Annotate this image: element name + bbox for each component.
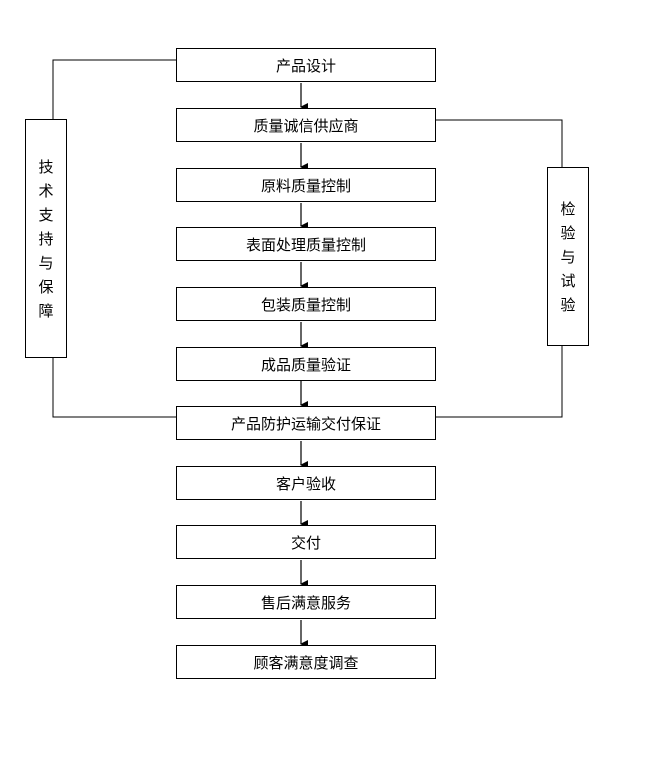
step-finished-product-verification: 成品质量验证 xyxy=(176,347,436,381)
step-after-sales-service: 售后满意服务 xyxy=(176,585,436,619)
step-customer-satisfaction-survey: 顾客满意度调查 xyxy=(176,645,436,679)
side-box-inspection-testing: 检验与试验 xyxy=(547,167,589,346)
step-label: 客户验收 xyxy=(275,474,336,493)
side-box-tech-support: 技术支持与保障 xyxy=(25,119,67,358)
step-transport-delivery-assurance: 产品防护运输交付保证 xyxy=(176,406,436,440)
step-label: 成品质量验证 xyxy=(260,355,351,374)
step-label: 表面处理质量控制 xyxy=(245,235,366,254)
side-box-label: 检验与试验 xyxy=(560,199,576,314)
step-label: 产品设计 xyxy=(275,56,336,75)
step-label: 产品防护运输交付保证 xyxy=(230,414,381,433)
step-quality-supplier: 质量诚信供应商 xyxy=(176,108,436,142)
left-connector-top xyxy=(52,59,176,119)
step-label: 顾客满意度调查 xyxy=(253,653,359,672)
step-customer-acceptance: 客户验收 xyxy=(176,466,436,500)
step-delivery: 交付 xyxy=(176,525,436,559)
right-connector-top xyxy=(436,119,563,167)
step-surface-treatment-control: 表面处理质量控制 xyxy=(176,227,436,261)
side-box-label: 技术支持与保障 xyxy=(38,157,54,320)
step-label: 交付 xyxy=(290,533,321,552)
step-label: 包装质量控制 xyxy=(260,295,351,314)
step-label: 原料质量控制 xyxy=(260,176,351,195)
step-packaging-quality-control: 包装质量控制 xyxy=(176,287,436,321)
step-label: 质量诚信供应商 xyxy=(253,116,359,135)
left-connector-bottom xyxy=(52,358,176,418)
right-connector-bottom xyxy=(436,346,563,418)
step-label: 售后满意服务 xyxy=(260,593,351,612)
step-product-design: 产品设计 xyxy=(176,48,436,82)
step-material-quality-control: 原料质量控制 xyxy=(176,168,436,202)
